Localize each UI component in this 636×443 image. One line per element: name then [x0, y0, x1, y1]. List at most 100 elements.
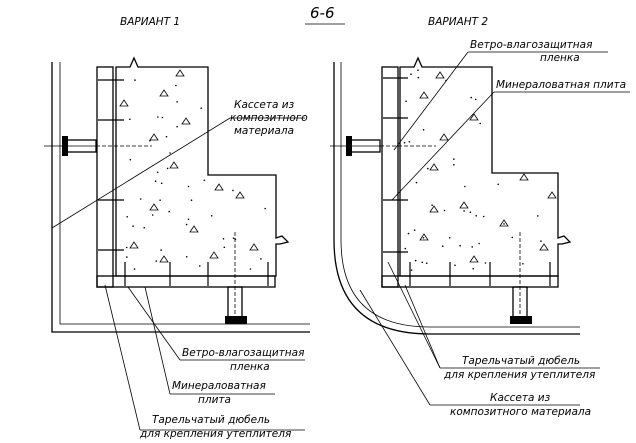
aggregate-dot [200, 107, 202, 109]
aggregate-dot [129, 118, 131, 121]
v2-dowel-label-1: Тарельчатый дюбель [462, 355, 580, 367]
aggregate-dot [161, 116, 164, 119]
v1-floor-insulation [96, 275, 276, 288]
aggregate-dot [185, 223, 188, 226]
aggregate-dot [403, 141, 406, 144]
aggregate-dot [442, 245, 444, 247]
aggregate-dot [425, 262, 428, 265]
v1-floor-bracket [225, 232, 247, 324]
aggregate-dot [129, 158, 132, 161]
aggregate-dot [232, 189, 234, 192]
aggregate-mark [181, 117, 191, 125]
aggregate-dot [415, 181, 418, 184]
aggregate-mark [519, 173, 529, 181]
aggregate-dot [464, 185, 466, 188]
aggregate-mark [499, 219, 509, 227]
aggregate-mark [419, 233, 429, 241]
aggregate-dot [414, 259, 417, 262]
aggregate-dot [155, 260, 158, 262]
aggregate-mark [119, 99, 129, 107]
aggregate-mark [129, 241, 139, 249]
aggregate-dot [410, 269, 413, 271]
aggregate-dot [471, 246, 474, 248]
aggregate-mark [159, 89, 169, 97]
v1-wall-insulation [96, 66, 114, 288]
aggregate-mark [469, 255, 479, 263]
aggregate-mark [209, 251, 219, 259]
aggregate-dot [187, 185, 190, 188]
v2-dowel-label-2: для крепления утеплителя [443, 369, 595, 381]
aggregate-dot [160, 249, 162, 251]
aggregate-dot [157, 116, 159, 118]
section-title: 6-6 [310, 4, 335, 22]
v1-dowel-label-1: Тарельчатый дюбель [152, 414, 270, 426]
aggregate-dot [132, 225, 134, 227]
aggregate-dot [187, 218, 190, 221]
aggregate-mark [189, 225, 199, 233]
aggregate-mark [149, 203, 159, 211]
insulation-dowels [98, 77, 551, 286]
aggregate-dot [422, 129, 425, 131]
aggregate-dot [503, 223, 505, 225]
aggregate-dot [151, 214, 154, 216]
v1-cassette-label-3: материала [234, 125, 294, 137]
aggregate-dot [234, 238, 237, 241]
v2-floor-insulation [381, 275, 559, 288]
aggregate-dot [410, 73, 412, 75]
v1-concrete-slab [115, 56, 290, 277]
aggregate-dot [484, 262, 487, 264]
aggregate-dot [443, 209, 446, 212]
aggregate-dot [260, 258, 262, 260]
aggregate-dot [479, 122, 482, 125]
v1-wall-bracket [44, 136, 152, 156]
aggregate-mark [539, 243, 549, 251]
aggregate-dot [203, 179, 206, 182]
aggregate-mark [214, 183, 224, 191]
v1-cassette-frame [51, 62, 310, 333]
aggregate-mark [235, 191, 245, 199]
aggregate-mark [249, 243, 259, 251]
aggregate-dot [169, 152, 171, 154]
aggregate-dot [190, 199, 193, 201]
aggregate-dot [522, 263, 524, 265]
aggregate-dot [133, 268, 136, 270]
aggregate-dot [160, 182, 163, 185]
aggregate-mark [149, 133, 159, 141]
aggregate-dot [459, 244, 461, 247]
variant-1-title: ВАРИАНТ 1 [120, 16, 180, 28]
aggregate-dot [422, 237, 425, 239]
variant-1: ВАРИАНТ 1 Кассе [44, 16, 310, 440]
aggregate-dot [474, 98, 477, 101]
aggregate-mark [435, 71, 445, 79]
aggregate-dot [264, 207, 267, 210]
aggregate-dot [463, 210, 465, 212]
aggregate-dot [453, 158, 455, 160]
variant-2: ВАРИАНТ 2 [330, 16, 630, 418]
aggregate-mark [547, 191, 557, 199]
aggregate-mark [459, 201, 469, 209]
aggregate-dot [537, 215, 539, 217]
v1-wool-label-1: Минераловатная [172, 380, 266, 392]
aggregate-dot [159, 199, 161, 201]
variant-2-title: ВАРИАНТ 2 [428, 16, 488, 28]
aggregate-dot [143, 227, 145, 229]
aggregate-dot [431, 204, 433, 206]
aggregate-dot [472, 268, 475, 270]
concrete-aggregate [119, 69, 557, 271]
aggregate-dot [497, 183, 500, 186]
aggregate-dot [470, 96, 473, 99]
aggregate-dot [475, 215, 478, 217]
v2-cassette-label-2: композитного материала [450, 406, 591, 418]
v2-wall-bracket [330, 136, 436, 156]
aggregate-dot [199, 265, 201, 267]
aggregate-dot [185, 255, 188, 258]
aggregate-mark [159, 255, 169, 263]
aggregate-dot [408, 141, 411, 143]
aggregate-dot [134, 79, 136, 81]
aggregate-dot [482, 215, 485, 218]
aggregate-mark [419, 91, 429, 99]
aggregate-dot [166, 167, 169, 170]
v2-wall-insulation [381, 66, 399, 288]
v2-cassette-label-1: Кассета из [490, 392, 551, 404]
aggregate-dot [149, 139, 151, 142]
